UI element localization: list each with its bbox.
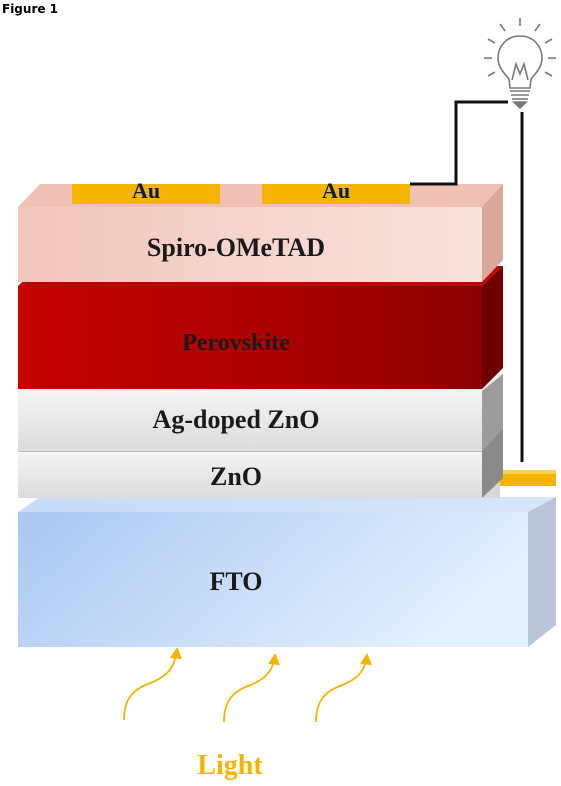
zno-label: ZnO <box>210 462 262 491</box>
spiro-label: Spiro-OMeTAD <box>147 233 325 262</box>
perovskite-label: Perovskite <box>182 330 290 356</box>
au-electrode-left: Au <box>72 178 220 204</box>
au-electrode-right: Au <box>262 178 410 204</box>
au-left-label: Au <box>132 178 160 203</box>
light-arrows <box>123 647 372 723</box>
perovskite-layer: Perovskite <box>18 266 503 389</box>
light-arrow-icon <box>123 647 182 721</box>
fto-contact <box>494 470 556 486</box>
figure-label: Figure 1 <box>2 2 58 16</box>
au-right-label: Au <box>322 178 350 203</box>
zno-layer: ZnO <box>18 428 503 498</box>
fto-label: FTO <box>210 567 263 596</box>
light-bulb-icon <box>484 18 556 110</box>
light-label: Light <box>197 750 263 781</box>
circuit-wire <box>410 100 524 462</box>
fto-layer: FTO <box>18 497 556 647</box>
light-arrow-icon <box>315 653 372 723</box>
ag-doped-zno-label: Ag-doped ZnO <box>153 405 320 434</box>
light-arrow-icon <box>223 653 280 723</box>
